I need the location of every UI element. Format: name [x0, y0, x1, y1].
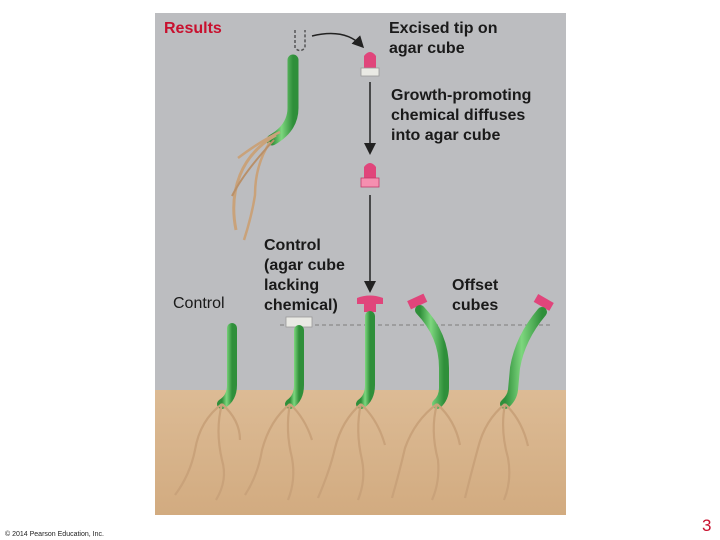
copyright-notice: © 2014 Pearson Education, Inc. — [5, 531, 104, 538]
decapitated-coleoptile — [231, 30, 306, 241]
results-title: Results — [164, 20, 222, 37]
excised-tip-on-agar — [360, 52, 380, 77]
offset-cubes-label: Offset cubes — [452, 277, 499, 314]
plant-plain-agar — [285, 316, 313, 409]
plant-centered-chemical-agar — [356, 295, 383, 409]
transfer-arrow — [311, 32, 365, 49]
plant-control — [217, 323, 237, 409]
panel-background — [155, 13, 566, 390]
control-agar-label: Control (agar cube lacking chemical) — [264, 237, 345, 314]
control-label: Control — [173, 295, 225, 312]
plant-offset-cube-1 — [407, 293, 449, 409]
excised-tip-label: Excised tip on agar cube — [389, 20, 498, 57]
growth-promoting-label: Growth-promoting chemical diffuses into … — [391, 87, 532, 144]
tip-on-chemical-agar — [360, 163, 380, 188]
roots — [174, 403, 530, 501]
page-number: 3 — [702, 516, 712, 535]
plant-offset-cube-2 — [500, 294, 554, 409]
